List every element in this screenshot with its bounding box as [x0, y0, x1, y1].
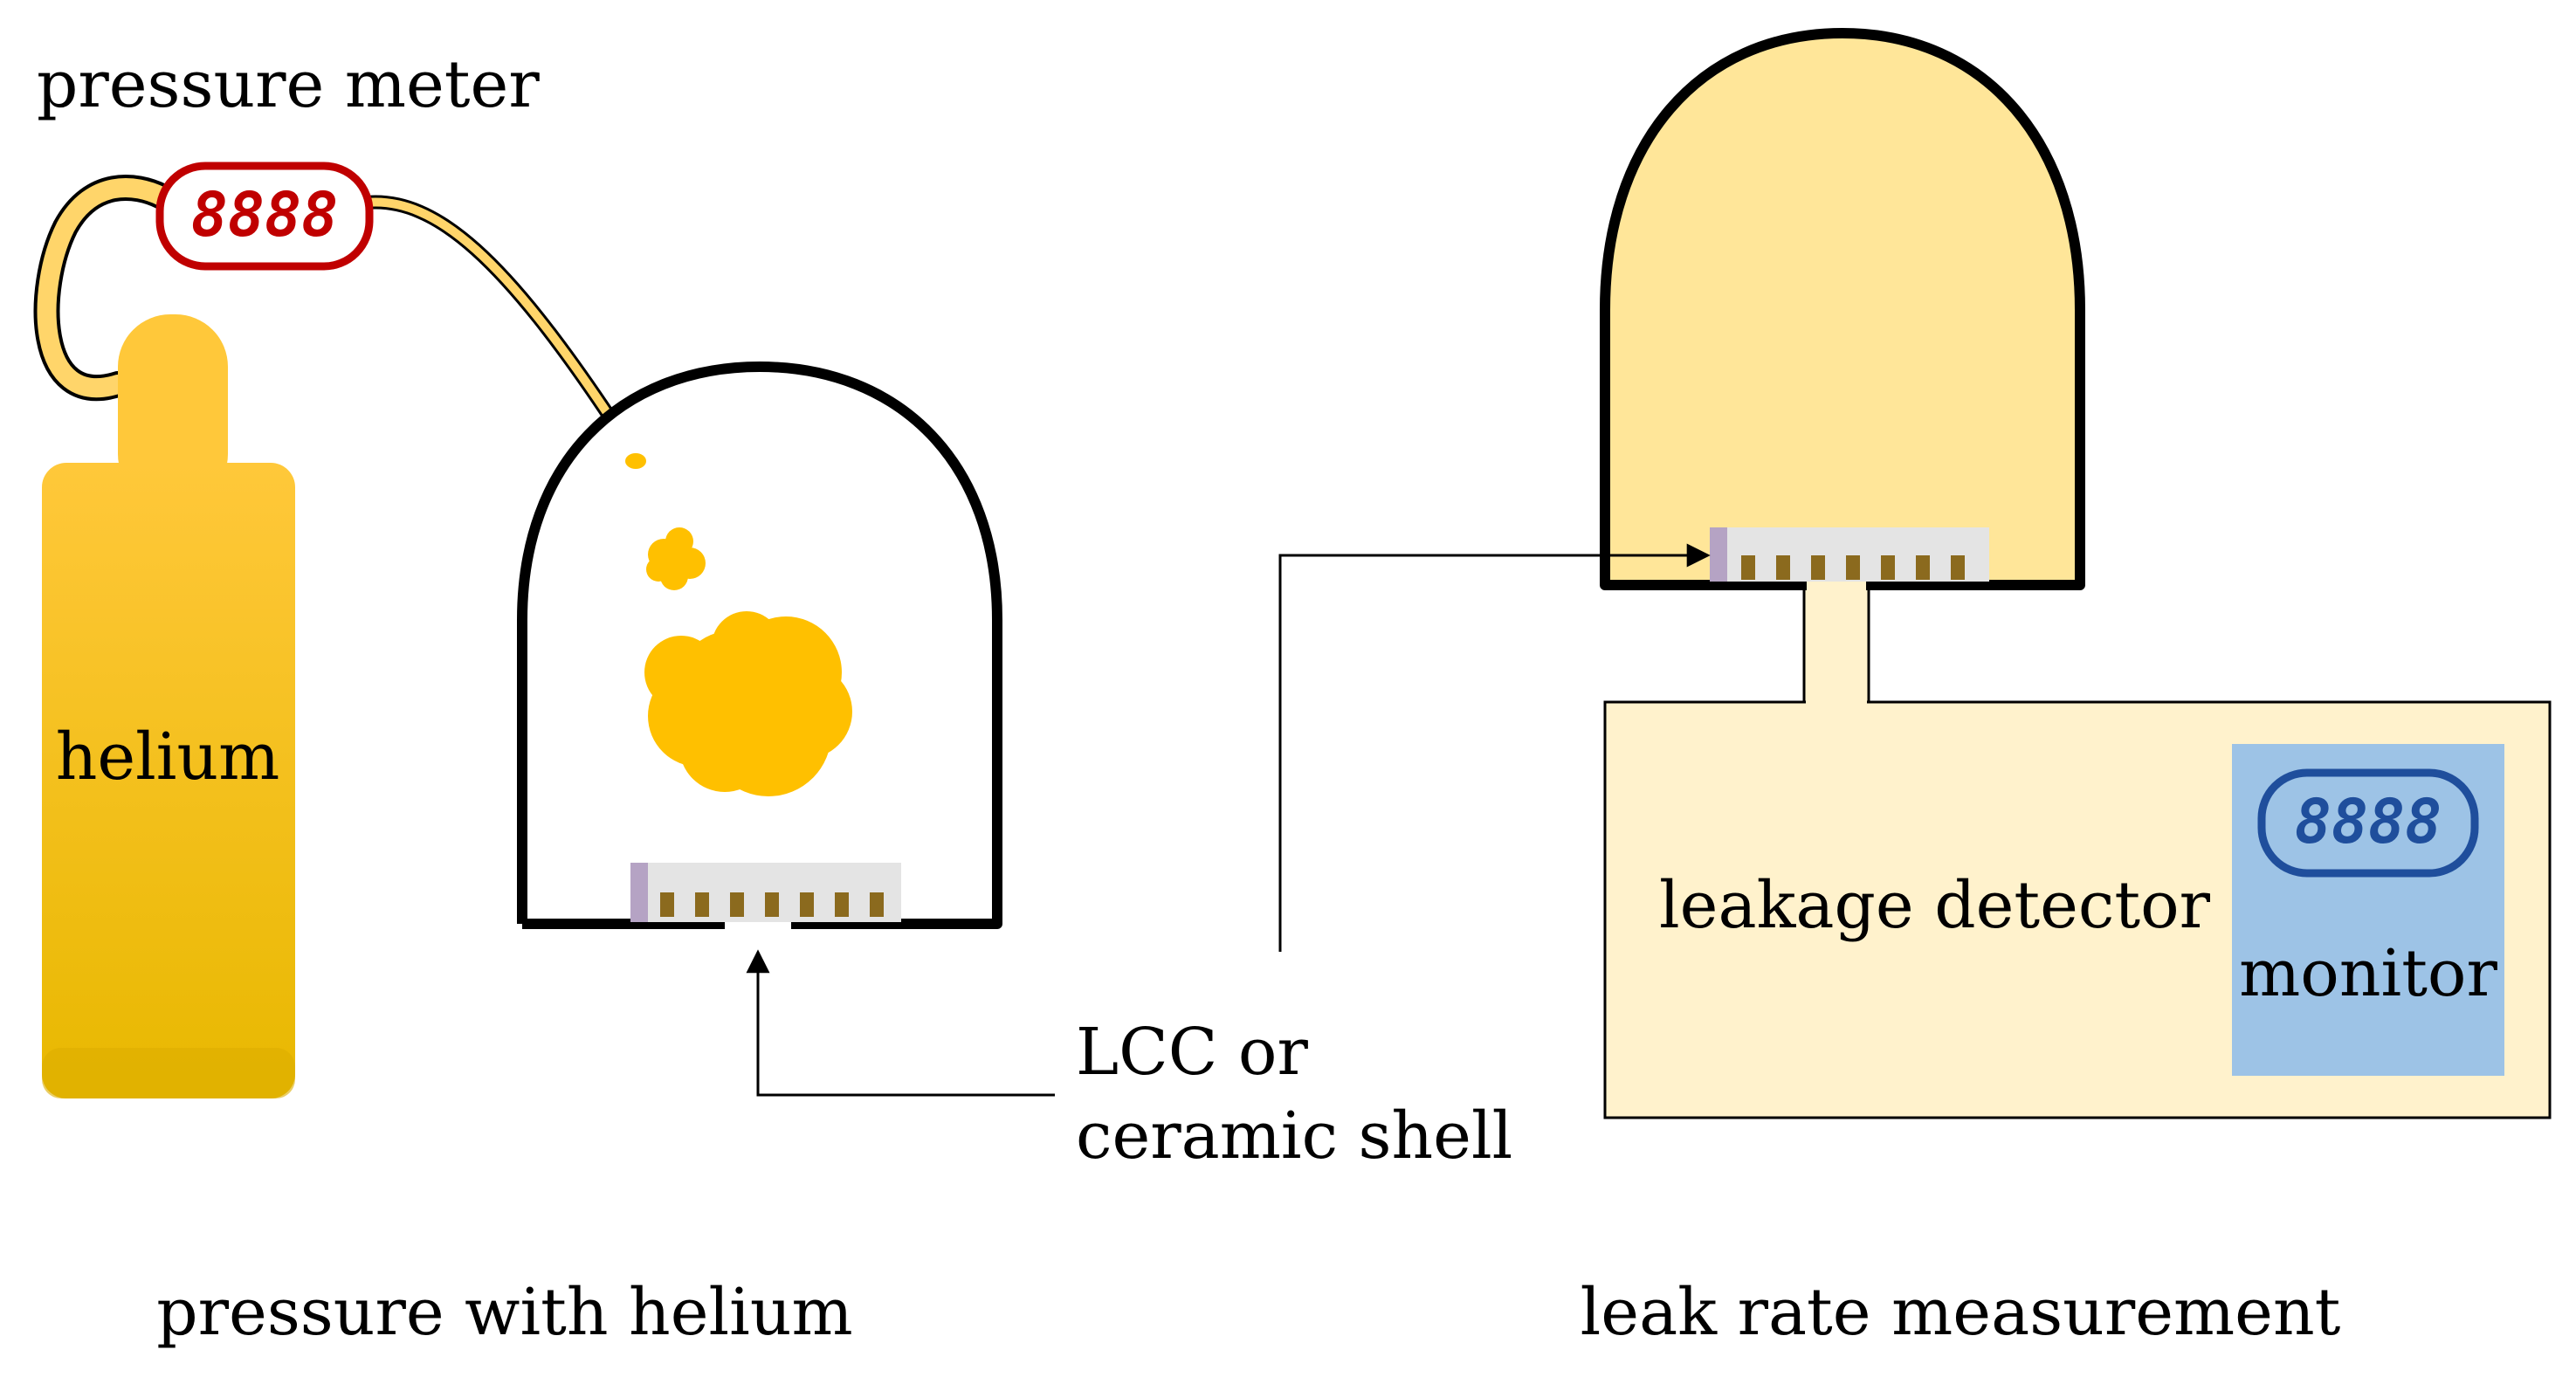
- pressure-meter-label: pressure meter: [37, 47, 540, 122]
- lcc-label-line2: ceramic shell: [1076, 1098, 1512, 1174]
- connector-tube: [1802, 585, 1870, 716]
- gas-cloud-large: [644, 611, 852, 796]
- meter-digits: 8888: [191, 179, 339, 251]
- leakage-detector-label: leakage detector: [1659, 868, 2211, 943]
- caption-pressure-with-helium: pressure with helium: [156, 1275, 852, 1350]
- helium-label: helium: [56, 720, 280, 795]
- pressure-meter: 8888: [155, 162, 374, 271]
- monitor-panel: 8888: [2232, 744, 2504, 1076]
- hose-right: [360, 195, 618, 426]
- tube-box-joint: [1806, 699, 1867, 707]
- caption-leak-rate-measurement: leak rate measurement: [1581, 1275, 2341, 1350]
- callout-arrows: [746, 543, 1711, 1097]
- hose-left-fill: [37, 177, 171, 398]
- arrow-to-right-package: [1278, 543, 1711, 952]
- helium-cylinder: [42, 314, 295, 1098]
- lcc-package-right: [1710, 527, 1989, 582]
- monitor-label: monitor: [2239, 936, 2497, 1011]
- lcc-package-left: [630, 863, 901, 922]
- monitor-digits: 8888: [2295, 786, 2442, 857]
- arrow-to-left-package: [746, 949, 1055, 1097]
- hose-right-fill: [362, 197, 616, 423]
- gas-cloud-small: [646, 527, 706, 590]
- helium-gas: [625, 453, 852, 796]
- detection-chamber: [1600, 28, 2085, 590]
- lcc-label-line1: LCC or: [1076, 1015, 1308, 1090]
